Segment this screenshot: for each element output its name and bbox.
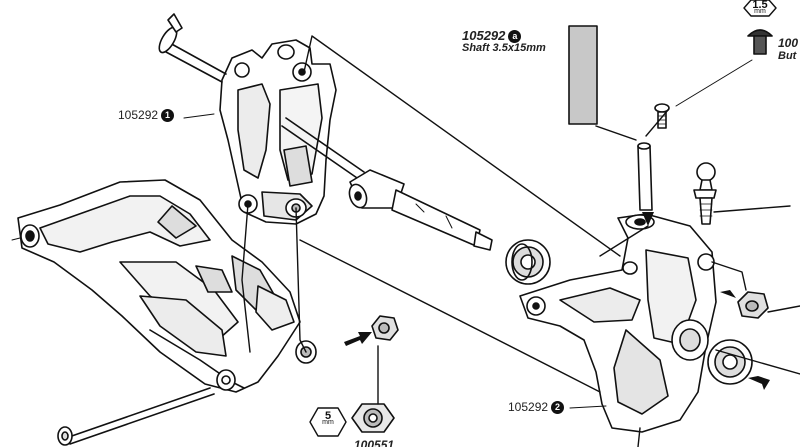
hinge-pin [57,387,215,446]
hex-top-unit: mm [754,8,766,15]
knuckle-badge: 2 [551,401,565,415]
direction-arrows [344,212,770,390]
small-screw [654,103,670,129]
label-leaders [11,59,753,409]
ball-stud [693,162,717,225]
bearing-upper [505,239,551,285]
assembly-guide-lines [241,35,800,447]
shaft-pin [637,142,653,211]
lock-nut-right [737,291,769,319]
hex-top-size: 1.5 [752,0,768,11]
nut-100551 [351,403,395,433]
dogbone-top [158,13,227,83]
hex-tool-bottom-icon [309,407,347,437]
hub-carrier-badge: 1 [161,109,175,123]
bearing-lower [707,339,753,385]
nut-part-number: 100551 [354,438,395,447]
drive-shaft [281,117,493,251]
screw-part-number: 100 [778,36,799,50]
shaft-badge: a [508,30,522,44]
knuckle-part-number: 105292 [508,400,549,414]
hex-bottom-unit: mm [322,419,334,426]
shaft-description: Shaft 3.5x15mm [462,42,546,54]
hex-tool-top-icon [743,0,777,17]
shaft-pin-large [568,25,598,125]
button-screw [747,29,773,55]
hub-carrier [219,39,337,225]
hub-carrier-part-number: 105292 [118,108,159,122]
shaft-part-number: 105292 [462,28,506,43]
hex-tool-bottom-label: 5 mm [310,410,346,426]
steering-knuckle [519,213,717,433]
screw-description: But [778,50,797,62]
hex-bottom-size: 5 [324,410,332,422]
hex-tool-top-label: 1.5 mm [744,0,776,15]
lock-nut-center [371,315,399,341]
